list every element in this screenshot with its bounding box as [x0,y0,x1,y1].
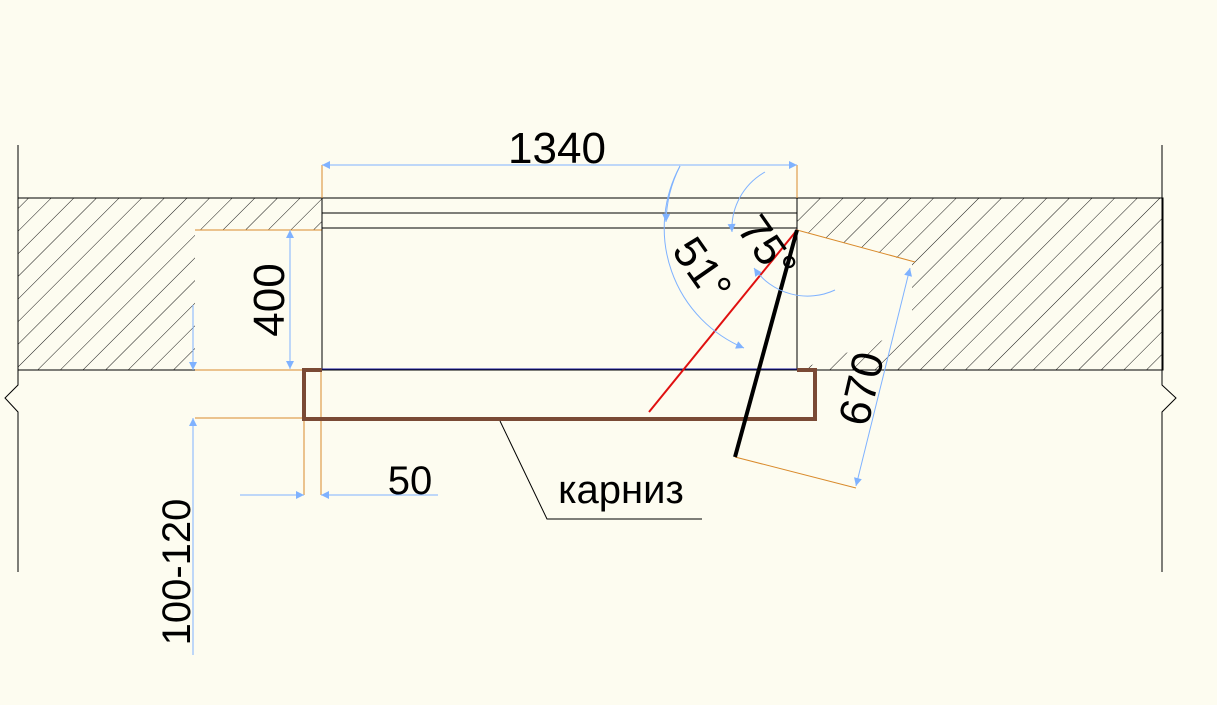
dimension-cornice-projection: 50 [240,459,438,503]
lintel-height-label: 400 [245,263,294,336]
window-frame [321,197,798,370]
dimension-lintel-height: 400 [245,230,294,369]
black-curtain-line [733,229,799,458]
dimension-opening-width: 1340 [322,124,797,173]
red-curtain-line [648,229,798,413]
extension-lines [195,165,916,495]
angle-arcs [662,165,836,349]
cornice-projection-label: 50 [388,459,433,503]
cornice-outline [302,368,817,421]
opening-width-label: 1340 [508,124,606,173]
dimension-bracket-offset: 100-120 [155,305,199,655]
bracket-offset-label: 100-120 [155,499,199,646]
right-wall-section [796,197,1164,371]
cornice-leader [499,420,702,520]
cornice-label: карниз [558,468,684,512]
